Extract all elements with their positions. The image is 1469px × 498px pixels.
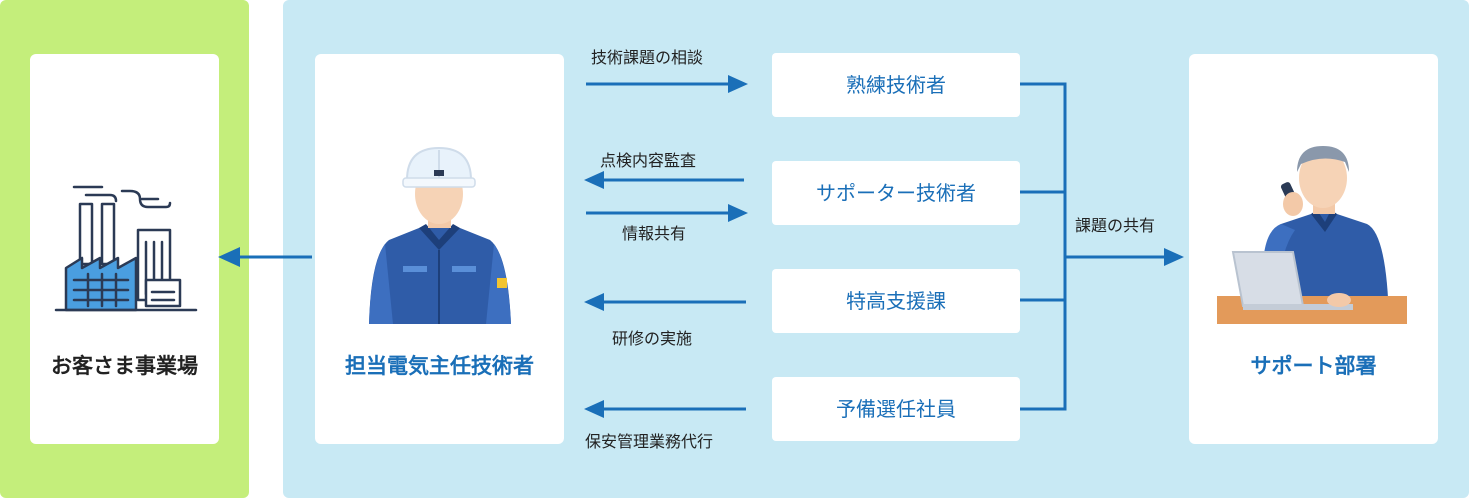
role-bracket: [1020, 82, 1067, 411]
arrowhead-training: [584, 293, 604, 311]
engineer-helmet-icon: [369, 146, 511, 324]
role-supporter-engineer: サポーター技術者: [772, 161, 1020, 225]
arrowhead-consult: [728, 75, 748, 93]
customer-title: お客さま事業場: [51, 354, 198, 378]
flow-label-info: 情報共有: [622, 224, 687, 243]
factory-icon: [54, 185, 198, 312]
role-extra-high-support: 特高支援課: [772, 269, 1020, 333]
flow-label-agent: 保安管理業務代行: [585, 432, 714, 451]
customer-card: お客さま事業場: [30, 54, 219, 444]
arrowhead-share: [1164, 248, 1184, 266]
flow-label-audit: 点検内容監査: [600, 151, 697, 170]
role-skilled-engineer: 熟練技術者: [772, 53, 1020, 117]
arrowhead-agent: [584, 400, 604, 418]
role-reserve-staff: 予備選任社員: [772, 377, 1020, 441]
arrowhead-audit: [584, 171, 604, 189]
engineer-card: 担当電気主任技術者: [315, 54, 564, 444]
engineer-title: 担当電気主任技術者: [345, 354, 534, 378]
arrowhead-to-customer: [218, 247, 240, 267]
flow-label-share: 課題の共有: [1075, 216, 1156, 235]
arrowhead-info: [728, 204, 748, 222]
support-card: サポート部署: [1189, 54, 1438, 444]
flow-label-consult: 技術課題の相談: [591, 48, 704, 67]
support-title: サポート部署: [1250, 354, 1377, 378]
support-operator-icon: [1217, 146, 1407, 324]
flow-label-training: 研修の実施: [612, 329, 693, 348]
